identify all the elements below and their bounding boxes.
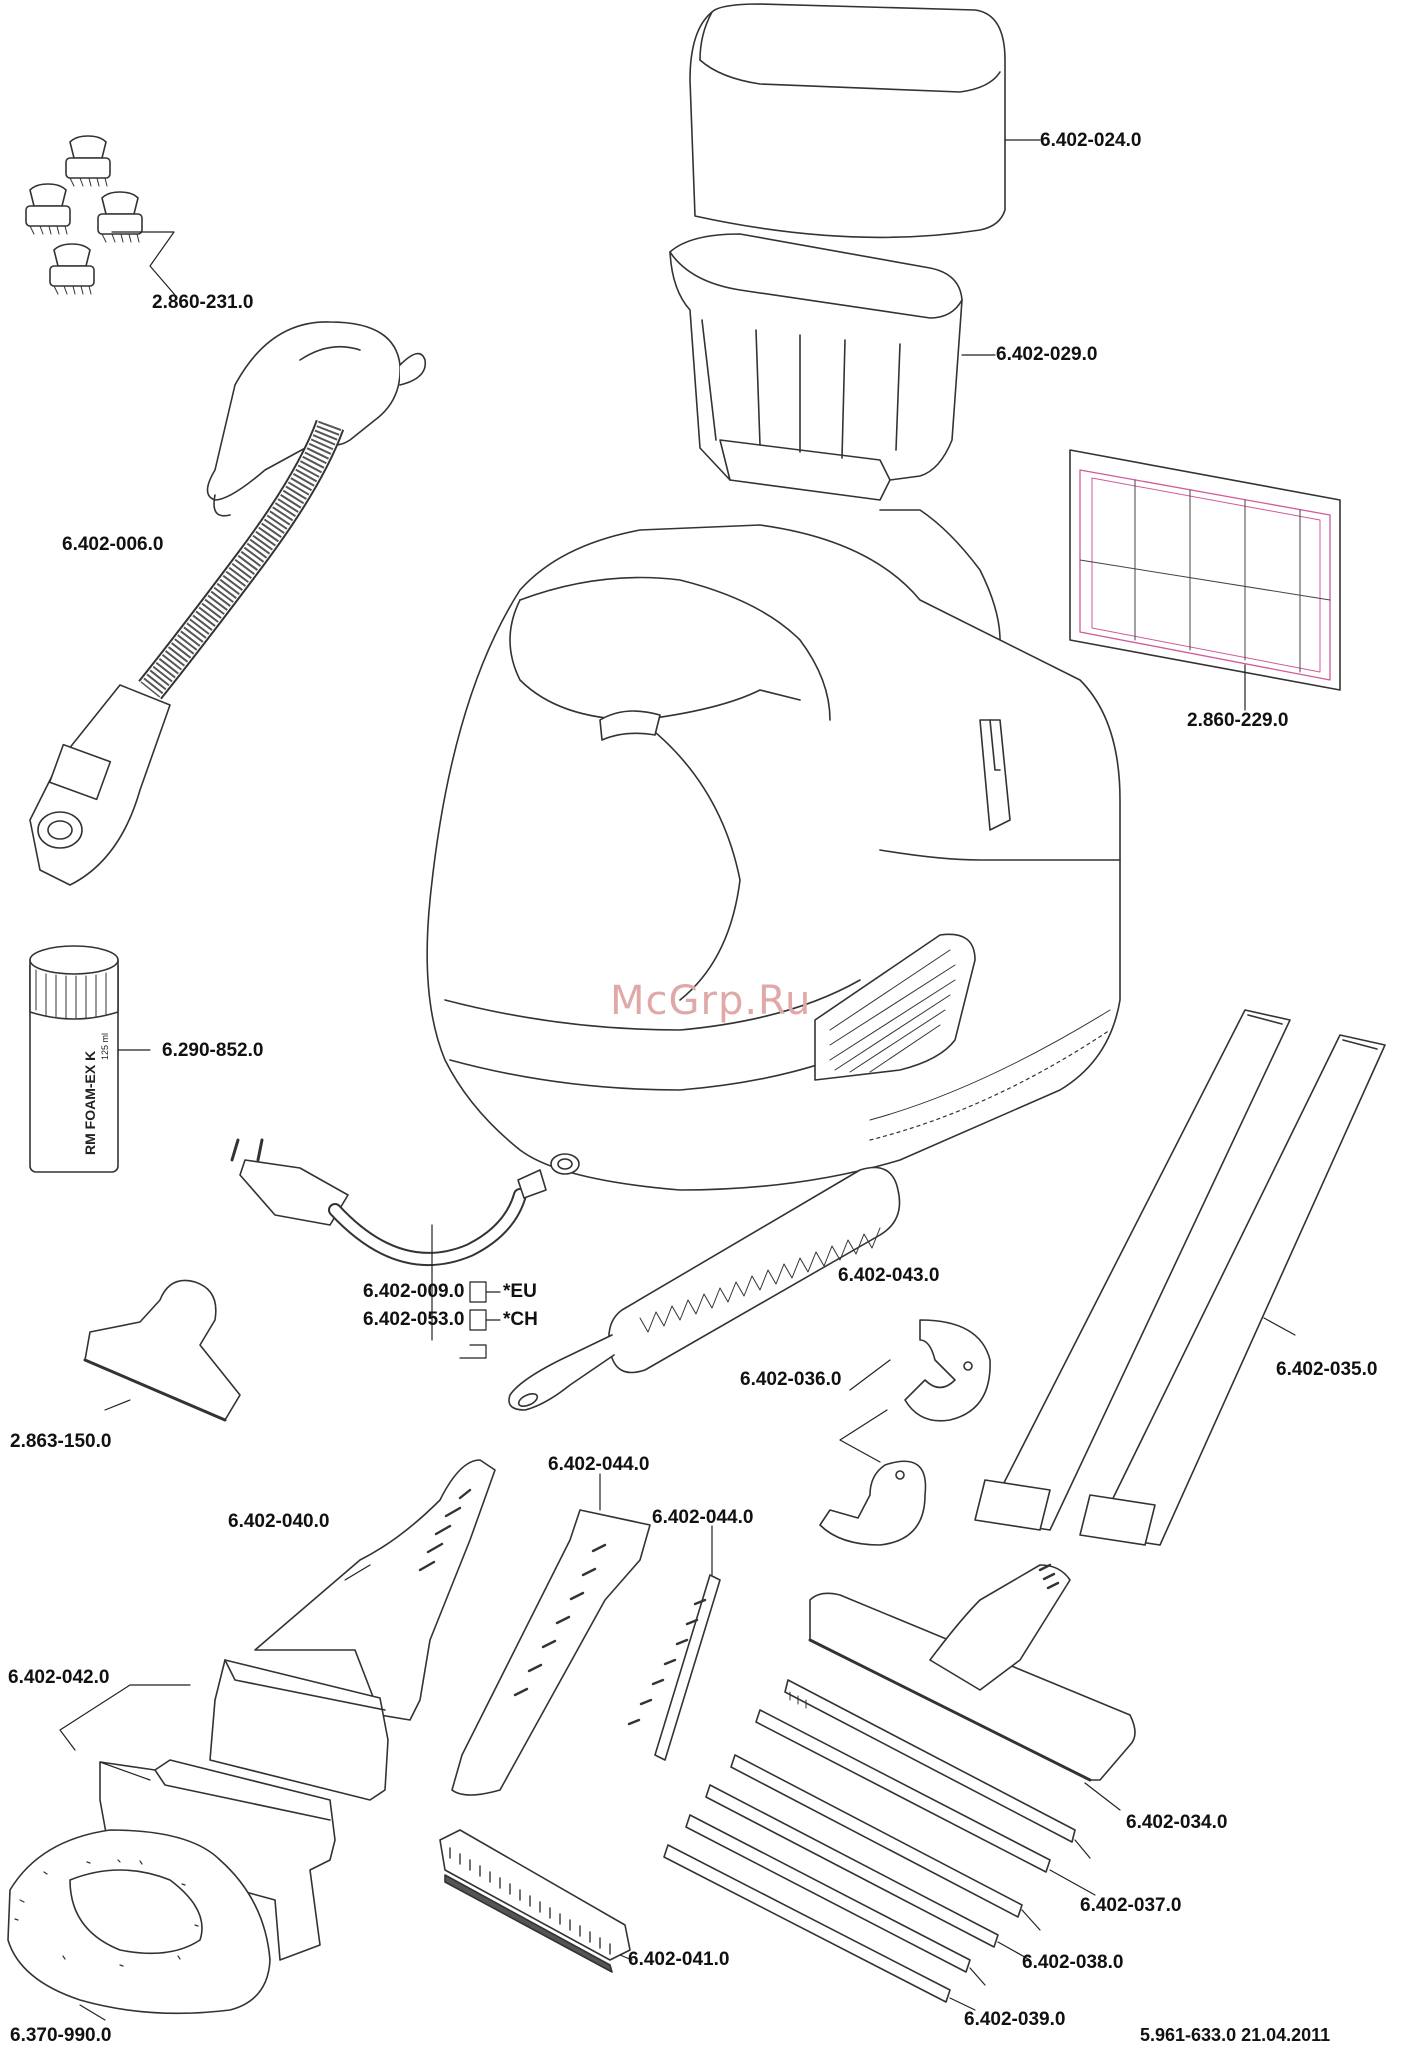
foam-bottle-part [29,945,151,1173]
hose-part [29,321,427,886]
extension-tubes-part [974,1009,1386,1546]
label-window-nozzle: 6.402-042.0 [8,1667,110,1688]
main-unit-body [426,509,1121,1191]
label-brush-strip-2: 6.402-038.0 [1022,1952,1124,1973]
label-tank-insert: 6.402-029.0 [996,344,1098,365]
label-hose: 6.402-006.0 [62,534,164,555]
crevice-tool-part-b [627,1525,721,1761]
label-extension-tubes: 6.402-035.0 [1276,1359,1378,1380]
document-reference: 5.961-633.0 21.04.2011 [1140,2025,1331,2045]
label-nozzle-set: 2.860-231.0 [152,292,254,313]
nozzle-set-part [25,135,176,296]
label-upholstery-nozzle: 2.863-150.0 [10,1431,112,1452]
label-hand-nozzle: 6.402-040.0 [228,1511,330,1532]
watermark-text: McGrp.Ru [610,978,812,1024]
upholstery-nozzle-part [83,1279,241,1422]
tank-lid-part [689,3,1041,239]
label-crevice-tool-a: 6.402-044.0 [548,1454,650,1475]
label-cable-ch-code: 6.402-053.0 [363,1309,465,1330]
label-cable-eu-suffix: *EU [503,1281,537,1302]
tank-insert-part [669,233,996,501]
label-hand-brush: 6.402-041.0 [628,1949,730,1970]
label-brush-strip-3: 6.402-039.0 [964,2009,1066,2030]
label-filter: 2.860-229.0 [1187,710,1289,731]
label-crevice-tool-b: 6.402-044.0 [652,1507,754,1528]
label-terry-cloth: 6.370-990.0 [10,2025,112,2046]
label-clips: 6.402-036.0 [740,1369,842,1390]
round-brush-part [508,1166,901,1411]
label-round-brush: 6.402-043.0 [838,1265,940,1286]
floor-nozzle-part [808,1563,1136,1811]
brush-strips-part [663,1679,1096,2011]
label-cable-ch-suffix: *CH [503,1309,538,1330]
bottle-brand-text: RM FOAM-EX K [82,1051,98,1155]
filter-part [1069,449,1341,711]
bottle-volume-text: 125 ml [100,1033,110,1060]
label-cable-eu-code: 6.402-009.0 [363,1281,465,1302]
label-tank-lid: 6.402-024.0 [1040,130,1142,151]
hand-brush-part [439,1829,633,1973]
label-foam-bottle: 6.290-852.0 [162,1040,264,1061]
terry-cloth-part [7,1829,271,2021]
power-cable-part [230,1138,547,1359]
label-brush-strip-1: 6.402-037.0 [1080,1895,1182,1916]
clips-part [819,1319,991,1546]
label-floor-nozzle: 6.402-034.0 [1126,1812,1228,1833]
crevice-tool-part-a [451,1473,651,1796]
